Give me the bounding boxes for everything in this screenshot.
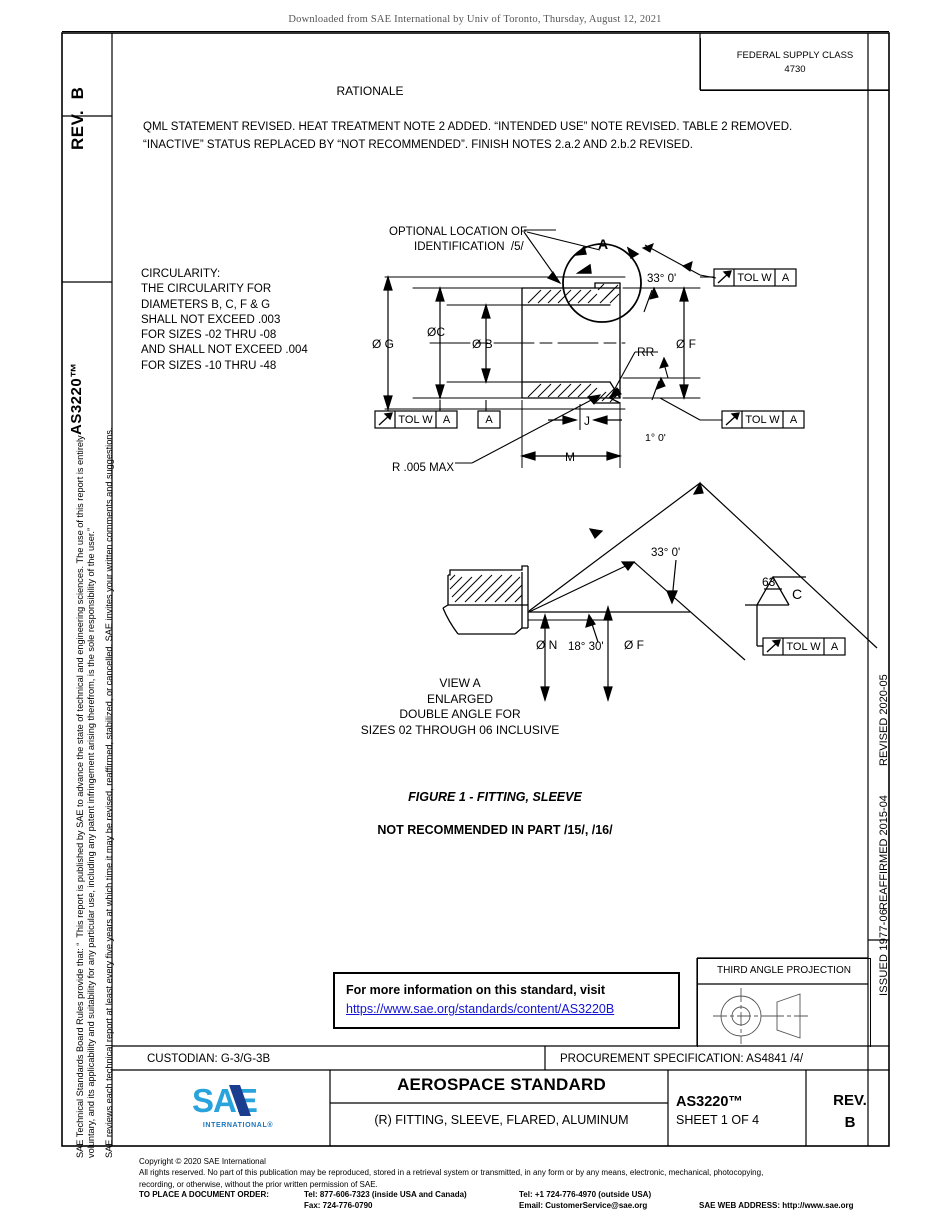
rights-line-2: recording, or otherwise, without the pri… bbox=[139, 1179, 378, 1189]
more-information-label: For more information on this standard, v… bbox=[346, 983, 606, 997]
date-reaffirmed: REAFFIRMED 2015-04 bbox=[878, 795, 890, 910]
sae-web-address: SAE WEB ADDRESS: http://www.sae.org bbox=[699, 1201, 854, 1210]
sae-logo: INTERNATIONAL® bbox=[188, 1082, 288, 1132]
angle-33-lower-label: 33° 0' bbox=[651, 547, 681, 559]
angle-18-label: 18° 30' bbox=[568, 641, 604, 653]
circularity-note: CIRCULARITY: THE CIRCULARITY FOR DIAMETE… bbox=[141, 267, 308, 374]
banner-rule bbox=[62, 31, 889, 32]
order-fax: Fax: 724-776-0790 bbox=[304, 1201, 373, 1210]
standard-link[interactable]: https://www.sae.org/standards/content/AS… bbox=[346, 1002, 615, 1016]
view-a-caption-line-2: DOUBLE ANGLE FOR bbox=[399, 707, 521, 722]
fsc-value: 4730 bbox=[784, 63, 806, 75]
circularity-line-4: FOR SIZES -02 THRU -08 bbox=[141, 329, 277, 342]
optional-location-label-1: OPTIONAL LOCATION OF bbox=[389, 226, 528, 238]
dia-c-label: ØC bbox=[427, 325, 445, 339]
view-a-caption: VIEW A ENLARGED DOUBLE ANGLE FOR SIZES 0… bbox=[330, 676, 590, 738]
finish-letter-label: C bbox=[792, 586, 803, 602]
legal-sidebar-line-3: SAE reviews each technical report at lea… bbox=[104, 427, 114, 1158]
title-block-sheet: SHEET 1 OF 4 bbox=[676, 1113, 760, 1127]
tol-frame-top-label: TOL W bbox=[737, 272, 772, 284]
tol-frame-lowerview-label: TOL W bbox=[786, 641, 821, 653]
angle-33-upper-label: 33° 0' bbox=[647, 273, 677, 285]
tol-frame-lowerview-datum: A bbox=[830, 641, 839, 653]
legal-sidebar-line-1: SAE Technical Standards Board Rules prov… bbox=[75, 435, 85, 1158]
rationale-title-text: RATIONALE bbox=[336, 84, 404, 98]
order-info-block: TO PLACE A DOCUMENT ORDER: Tel: 877-606-… bbox=[139, 1189, 899, 1211]
copyright-block: Copyright © 2020 SAE International All r… bbox=[139, 1156, 899, 1190]
j-dimension-label: J bbox=[584, 414, 590, 428]
order-tel-inside: Tel: 877-606-7323 (inside USA and Canada… bbox=[304, 1190, 467, 1199]
sae-logo-glyph: SAE bbox=[192, 1082, 284, 1119]
rev-header-label: REV. bbox=[68, 109, 87, 150]
title-block-rev-value: B bbox=[844, 1114, 856, 1131]
aerospace-standard-title: AEROSPACE STANDARD bbox=[397, 1075, 606, 1094]
rationale-line-2: “INACTIVE” STATUS REPLACED BY “NOT RECOM… bbox=[143, 138, 693, 151]
tol-frame-top-datum: A bbox=[781, 272, 790, 284]
title-block-doc-number: AS3220™ bbox=[676, 1094, 743, 1110]
rationale-title: RATIONALE bbox=[0, 84, 950, 98]
view-a-caption-line-1: ENLARGED bbox=[426, 691, 494, 706]
custodian-text: CUSTODIAN: G-3/G-3B bbox=[147, 1053, 271, 1065]
order-email: Email: CustomerService@sae.org bbox=[519, 1201, 648, 1210]
procurement-specification-text: PROCUREMENT SPECIFICATION: AS4841 /4/ bbox=[560, 1053, 804, 1065]
download-banner: Downloaded from SAE International by Uni… bbox=[288, 14, 662, 25]
circularity-line-0: CIRCULARITY: bbox=[141, 268, 221, 280]
radius-note-label: R .005 MAX bbox=[392, 462, 454, 474]
dia-b-label: Ø B bbox=[472, 337, 493, 351]
view-a-caption-line-3: SIZES 02 THROUGH 06 INCLUSIVE bbox=[360, 722, 560, 737]
view-a-marker: A bbox=[598, 236, 609, 252]
circularity-line-2: DIAMETERS B, C, F & G bbox=[141, 298, 271, 311]
optional-location-label-2: IDENTIFICATION /5/ bbox=[414, 241, 524, 253]
tol-frame-bottomright-datum: A bbox=[789, 414, 798, 426]
finish-value-label: 63 bbox=[762, 575, 776, 589]
circularity-line-3: SHALL NOT EXCEED .003 bbox=[141, 313, 281, 326]
dia-g-label: Ø G bbox=[372, 337, 395, 351]
title-block-rev-label: REV. bbox=[833, 1092, 867, 1109]
third-angle-projection-title: THIRD ANGLE PROJECTION bbox=[717, 965, 851, 976]
standard-name-text: (R) FITTING, SLEEVE, FLARED, ALUMINUM bbox=[374, 1113, 629, 1127]
rationale-body: QML STATEMENT REVISED. HEAT TREATMENT NO… bbox=[143, 119, 863, 155]
sae-logo-subtext: INTERNATIONAL® bbox=[202, 1122, 274, 1129]
rr-label: RR bbox=[637, 345, 655, 359]
order-tel-outside: Tel: +1 724-776-4970 (outside USA) bbox=[519, 1190, 652, 1199]
tol-frame-bottomright-label: TOL W bbox=[745, 414, 780, 426]
tol-frame-bottomleft-label: TOL W bbox=[398, 414, 433, 426]
rev-header-cell: REV. B bbox=[68, 38, 110, 150]
order-label: TO PLACE A DOCUMENT ORDER: bbox=[139, 1190, 269, 1199]
date-issued: ISSUED 1977-06 bbox=[878, 908, 890, 996]
dia-n-label: Ø N bbox=[536, 638, 558, 652]
third-angle-projection-box: THIRD ANGLE PROJECTION bbox=[697, 958, 871, 1047]
tol-frame-bottomleft-datum: A bbox=[442, 414, 451, 426]
doc-side-label: AS3220™ bbox=[68, 362, 85, 435]
circularity-line-6: FOR SIZES -10 THRU -48 bbox=[141, 359, 277, 372]
dia-f-lower-label: Ø F bbox=[624, 638, 644, 652]
not-recommended-caption: NOT RECOMMENDED IN PART /15/, /16/ bbox=[377, 823, 613, 837]
doc-side-cell: AS3220™ bbox=[68, 160, 110, 435]
datum-a-box-label: A bbox=[485, 414, 493, 426]
more-information-box: For more information on this standard, v… bbox=[333, 972, 680, 1029]
federal-supply-class-box: FEDERAL SUPPLY CLASS 4730 bbox=[700, 38, 889, 91]
date-revised: REVISED 2020-05 bbox=[878, 674, 890, 766]
legal-sidebar-line-2: voluntary, and its applicability and sui… bbox=[86, 527, 96, 1158]
fsc-title: FEDERAL SUPPLY CLASS bbox=[736, 50, 854, 61]
m-dimension-label: M bbox=[565, 450, 575, 464]
view-a-caption-line-0: VIEW A bbox=[439, 676, 481, 690]
copyright-line: Copyright © 2020 SAE International bbox=[139, 1157, 266, 1166]
circularity-line-5: AND SHALL NOT EXCEED .004 bbox=[141, 344, 308, 357]
circularity-line-1: THE CIRCULARITY FOR bbox=[141, 283, 272, 296]
figure-caption: FIGURE 1 - FITTING, SLEEVE bbox=[408, 790, 582, 804]
rationale-line-1: QML STATEMENT REVISED. HEAT TREATMENT NO… bbox=[143, 121, 793, 133]
angle-1-label: 1° 0' bbox=[645, 432, 666, 444]
dia-f-upper-label: Ø F bbox=[676, 337, 696, 351]
rights-line-1: All rights reserved. No part of this pub… bbox=[139, 1168, 764, 1178]
fsc-text: FEDERAL SUPPLY CLASS 4730 bbox=[701, 49, 889, 77]
